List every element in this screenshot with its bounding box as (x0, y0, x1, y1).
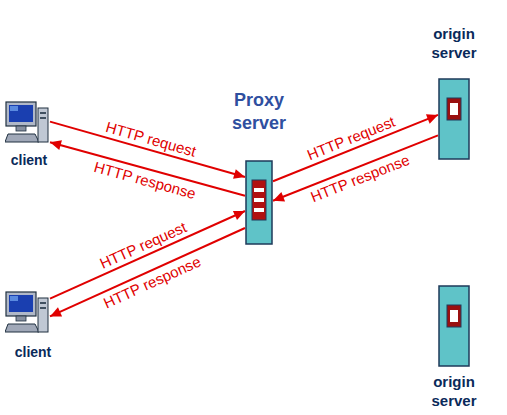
node-label: client (0, 152, 59, 169)
arrow-head (50, 307, 62, 316)
origin-server: origin server (438, 285, 470, 367)
node-label: origin server (413, 24, 495, 62)
arrow-head (233, 169, 245, 179)
arrow-head (273, 192, 285, 201)
node-label: Proxy server (209, 89, 309, 135)
edge-label: HTTP request (103, 118, 197, 160)
server-icon (438, 285, 470, 367)
computer-icon (5, 100, 50, 148)
edge-label: HTTP request (305, 113, 398, 164)
client-computer: client (5, 100, 50, 148)
node-label: origin server (413, 372, 495, 410)
edge-label: HTTP response (308, 151, 412, 205)
node-label: client (3, 344, 63, 361)
proxy-icon (245, 160, 273, 245)
arrow-head (426, 114, 438, 123)
server-icon (438, 78, 470, 160)
client-computer: client (5, 290, 50, 338)
arrow-head (233, 211, 245, 220)
proxy-server: Proxy server (245, 160, 273, 245)
arrow-head (50, 140, 62, 150)
origin-server: origin server (438, 78, 470, 160)
edge-label: HTTP response (92, 158, 198, 202)
computer-icon (5, 290, 50, 338)
